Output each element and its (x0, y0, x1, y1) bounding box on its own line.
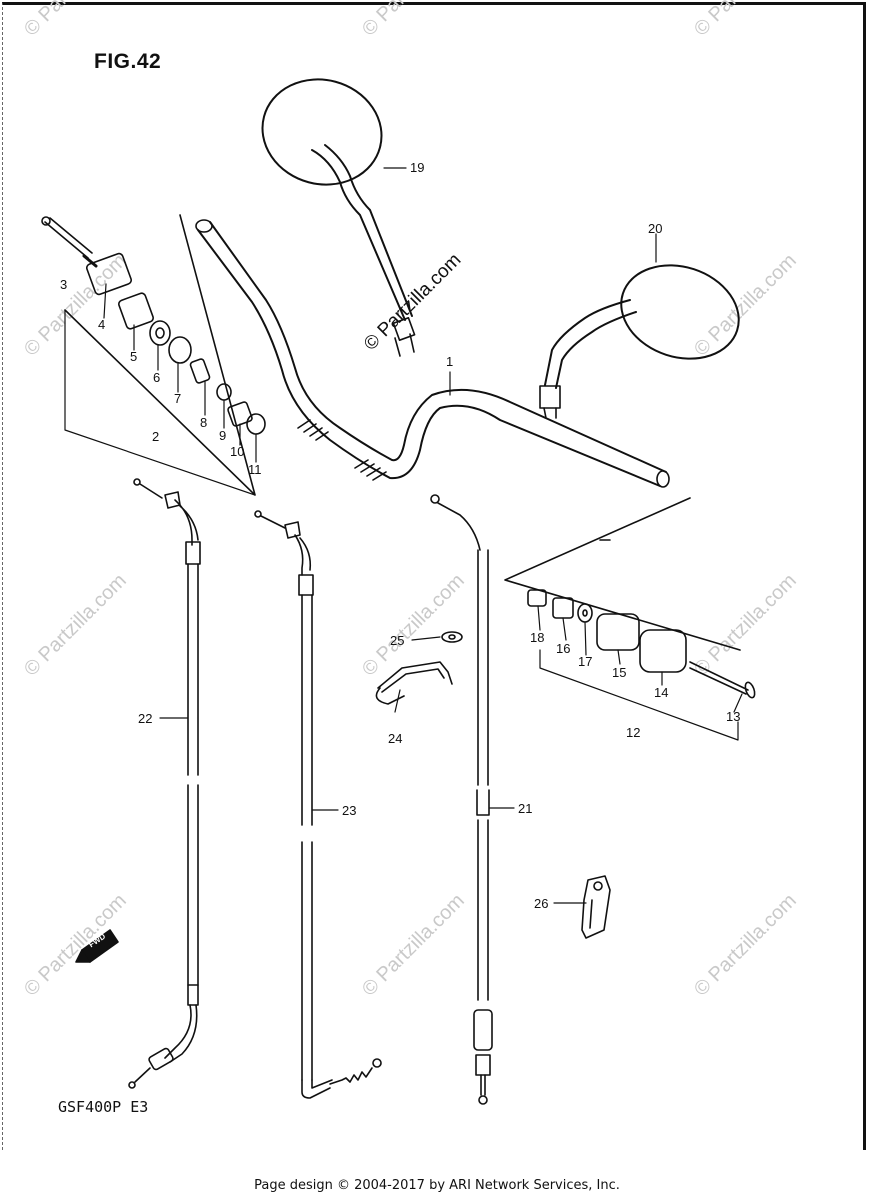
page-frame (2, 2, 866, 1150)
callout-14: 14 (654, 685, 669, 700)
callout-17: 17 (578, 654, 593, 669)
callout-1: 1 (446, 354, 454, 369)
callout-4: 4 (98, 317, 106, 332)
callout-3: 3 (60, 277, 68, 292)
callout-26: 26 (534, 896, 549, 911)
callout-8: 8 (200, 415, 208, 430)
handlebar (195, 219, 670, 488)
callout-2: 2 (152, 429, 160, 444)
mirror-left (261, 78, 416, 357)
callout-16: 16 (556, 641, 571, 656)
group-brackets (64, 309, 739, 741)
mirror-right (539, 264, 740, 419)
model-code: GSF400P E3 (58, 1098, 149, 1116)
callout-9: 9 (219, 428, 227, 443)
callout-24: 24 (388, 731, 403, 746)
callout-13: 13 (726, 709, 741, 724)
callout-10: 10 (230, 444, 245, 459)
callout-25: 25 (390, 633, 405, 648)
callout-18: 18 (530, 630, 545, 645)
callout-19: 19 (410, 160, 425, 175)
callout-15: 15 (612, 665, 627, 680)
leader-lines (103, 167, 743, 904)
clamp-26 (581, 875, 611, 939)
callout-20: 20 (648, 221, 663, 236)
callout-5: 5 (130, 349, 138, 364)
footer-credit: Page design © 2004-2017 by ARI Network S… (254, 1178, 620, 1193)
callout-22: 22 (138, 711, 153, 726)
cable-21 (430, 494, 493, 1105)
callout-21: 21 (518, 801, 533, 816)
bracket-24 (375, 631, 463, 705)
callout-7: 7 (174, 391, 182, 406)
callout-11: 11 (248, 462, 262, 477)
callout-12: 12 (626, 725, 641, 740)
cable-23 (254, 510, 382, 1099)
cable-22 (128, 478, 201, 1089)
callout-6: 6 (153, 370, 161, 385)
fwd-arrow (75, 929, 119, 963)
callout-23: 23 (342, 803, 357, 818)
figure-title: FIG.42 (94, 50, 162, 73)
